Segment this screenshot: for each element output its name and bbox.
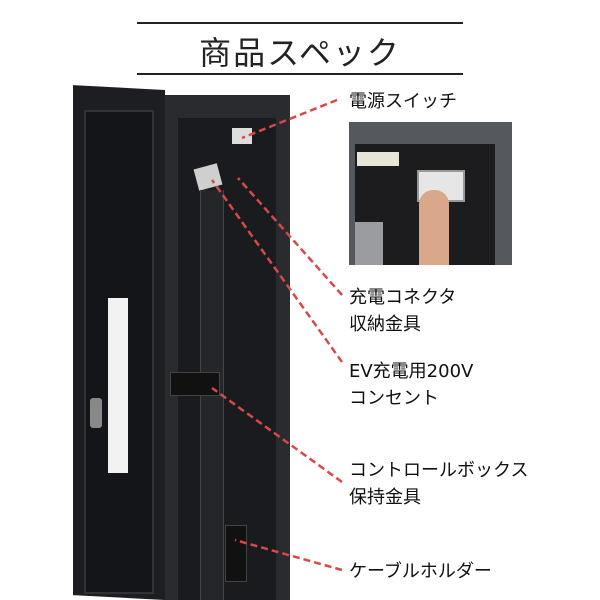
callout-line-control-box: [211, 386, 343, 484]
label-cable-holder: ケーブルホルダー: [349, 561, 492, 582]
callout-line-outlet: [210, 179, 344, 363]
label-outlet-line1: EV充電用200V: [349, 361, 474, 382]
label-control-box-line1: コントロールボックス: [349, 460, 529, 481]
power-switch-panel: [232, 128, 252, 144]
title-rule-top: [137, 22, 463, 24]
control-box-bracket: [170, 372, 220, 396]
label-outlet-line2: コンセント: [349, 388, 439, 409]
power-switch-inset-photo: [349, 122, 512, 265]
callout-line-connector: [237, 177, 343, 296]
cabinet-interior: [178, 118, 276, 600]
callout-line-cable-holder: [234, 538, 343, 572]
callout-line-power-switch: [241, 98, 338, 140]
label-control-box-line2: 保持金具: [349, 487, 421, 508]
label-connector-line2: 収納金具: [349, 314, 421, 335]
door-lock: [90, 398, 102, 428]
title-rule-bottom: [137, 73, 463, 75]
label-power-switch: 電源スイッチ: [349, 91, 457, 112]
cable-holder: [225, 525, 247, 582]
page-title: 商品スペック: [199, 34, 401, 72]
label-connector-line1: 充電コネクタ: [349, 287, 457, 308]
door-label: [108, 298, 128, 473]
inset-finger: [419, 190, 449, 265]
inset-label: [357, 152, 399, 166]
inset-cylinder: [355, 222, 383, 265]
